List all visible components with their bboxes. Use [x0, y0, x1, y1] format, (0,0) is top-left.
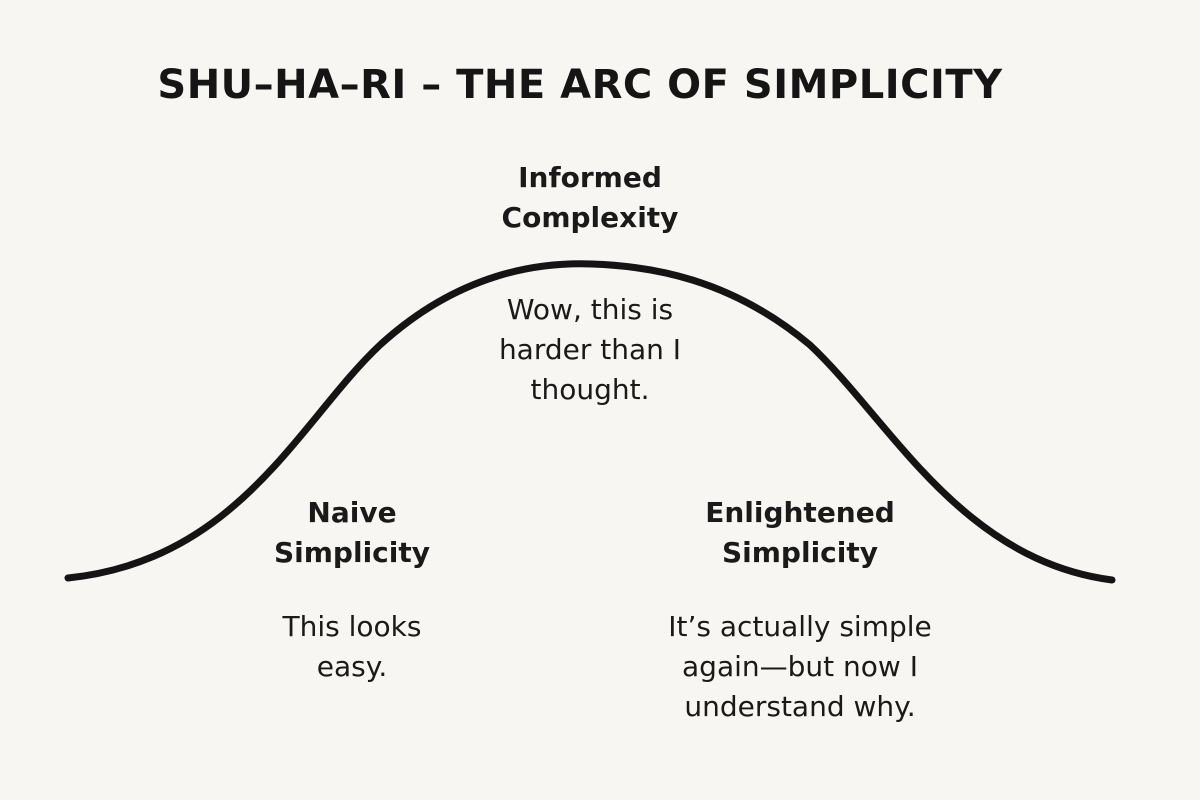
stage-quote-line: This looks — [282, 610, 422, 643]
stage-quote-line: easy. — [316, 650, 388, 683]
diagram-title: SHU–HA–RI – THE ARC OF SIMPLICITY — [157, 62, 1003, 108]
stage-quote-line: again—but now I — [682, 650, 918, 683]
stage-quote-line: It’s actually simple — [668, 610, 932, 643]
stage-label-line: Simplicity — [721, 536, 878, 569]
stage-quote: This looks easy. — [222, 607, 482, 687]
stage-label-line: Informed — [518, 161, 662, 194]
stage-quote-line: Wow, this is — [506, 293, 674, 326]
stage-naive-simplicity: Naive Simplicity This looks easy. — [222, 493, 482, 687]
stage-quote-line: harder than I — [498, 333, 682, 366]
stage-label: Naive Simplicity — [222, 493, 482, 573]
stage-quote-line: thought. — [530, 373, 650, 406]
stage-label: Enlightened Simplicity — [620, 493, 980, 573]
stage-quote: It’s actually simple again—but now I und… — [620, 607, 980, 727]
stage-quote-line: understand why. — [684, 690, 916, 723]
stage-label-line: Simplicity — [273, 536, 430, 569]
stage-label-line: Enlightened — [705, 496, 895, 529]
stage-informed-complexity: Informed Complexity Wow, this is harder … — [440, 158, 740, 410]
stage-enlightened-simplicity: Enlightened Simplicity It’s actually sim… — [620, 493, 980, 727]
stage-label: Informed Complexity — [440, 158, 740, 238]
stage-label-line: Complexity — [501, 201, 679, 234]
stage-quote: Wow, this is harder than I thought. — [440, 290, 740, 410]
arc-path — [64, 260, 1116, 584]
stage-label-line: Naive — [307, 496, 397, 529]
